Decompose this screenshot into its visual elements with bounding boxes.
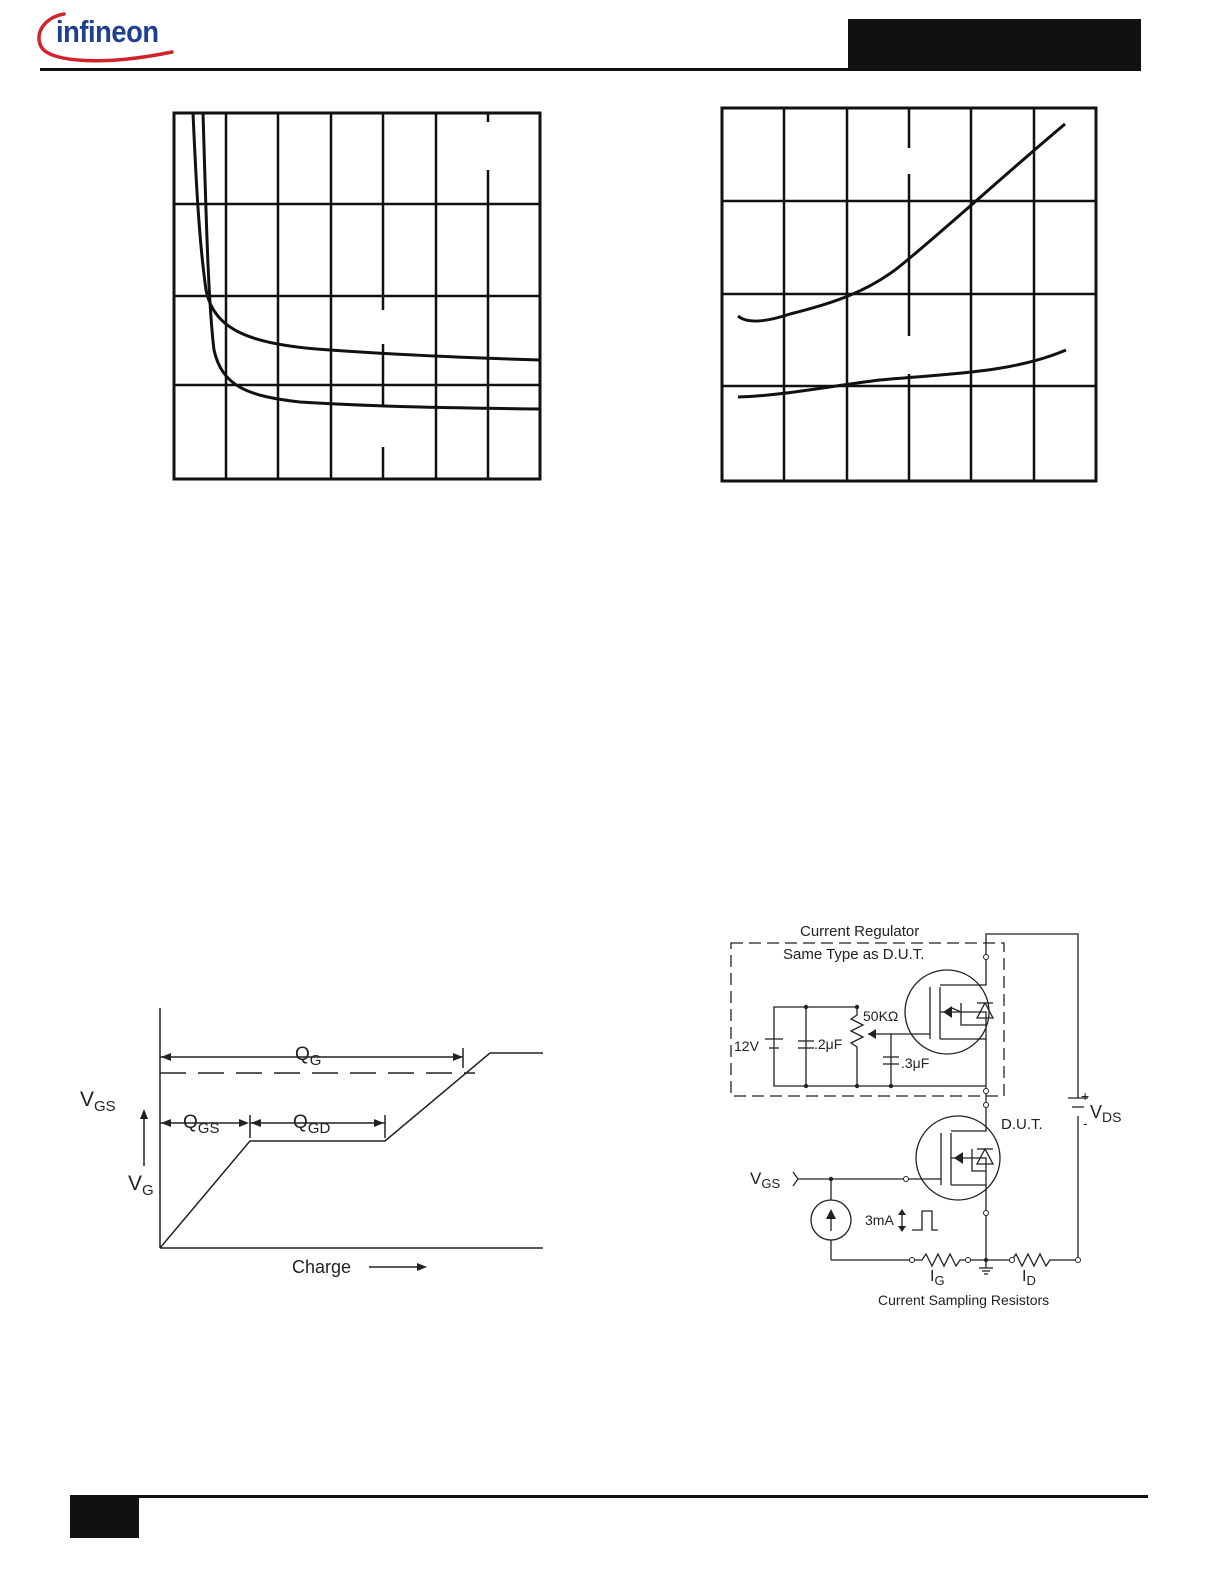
- qgs-label: QGS: [183, 1112, 219, 1137]
- charge-axis-label: Charge: [292, 1257, 351, 1277]
- gate-charge-diagram: QG QGS QGD VGS VG Charge: [80, 1008, 543, 1277]
- graph-right: [720, 106, 1098, 483]
- dut-label: D.U.T.: [1001, 1116, 1043, 1133]
- vds-plus: +: [1081, 1088, 1089, 1104]
- vds-label: VDS: [1090, 1102, 1121, 1125]
- qg-label: QG: [295, 1044, 321, 1069]
- cap1-label: .2μF: [814, 1036, 842, 1052]
- curve-rising: [737, 122, 1066, 323]
- vgs-input-label: VGS: [750, 1169, 780, 1191]
- header-title-box: [848, 19, 1141, 71]
- vds-minus: -: [1083, 1115, 1088, 1131]
- vgs-axis-label: VGS: [80, 1088, 116, 1115]
- curve-lower: [201, 112, 541, 411]
- graph-left: [172, 111, 542, 481]
- pulse-label: 3mA: [865, 1212, 894, 1228]
- ig-label: IG: [930, 1268, 945, 1288]
- footer-page-box: [70, 1495, 139, 1538]
- curve-flat: [737, 348, 1067, 399]
- vg-label: VG: [128, 1172, 154, 1199]
- logo-wordmark: infineon: [56, 14, 159, 49]
- battery-label: 12V: [734, 1038, 760, 1054]
- sampling-label: Current Sampling Resistors: [878, 1292, 1049, 1308]
- regulator-subtitle: Same Type as D.U.T.: [783, 946, 924, 963]
- pot-label: 50KΩ: [863, 1008, 898, 1024]
- header-rule: [40, 68, 1141, 71]
- cap2-label: .3μF: [901, 1055, 929, 1071]
- footer-rule: [70, 1495, 1148, 1498]
- id-label: ID: [1022, 1268, 1036, 1288]
- gate-charge-test-circuit: Current Regulator Same Type as D.U.T. 50…: [730, 923, 1121, 1308]
- infineon-logo: [37, 12, 174, 63]
- qgd-label: QGD: [293, 1112, 330, 1137]
- top-graphs: [172, 106, 1098, 483]
- regulator-title: Current Regulator: [800, 923, 919, 940]
- curve-upper: [191, 112, 541, 362]
